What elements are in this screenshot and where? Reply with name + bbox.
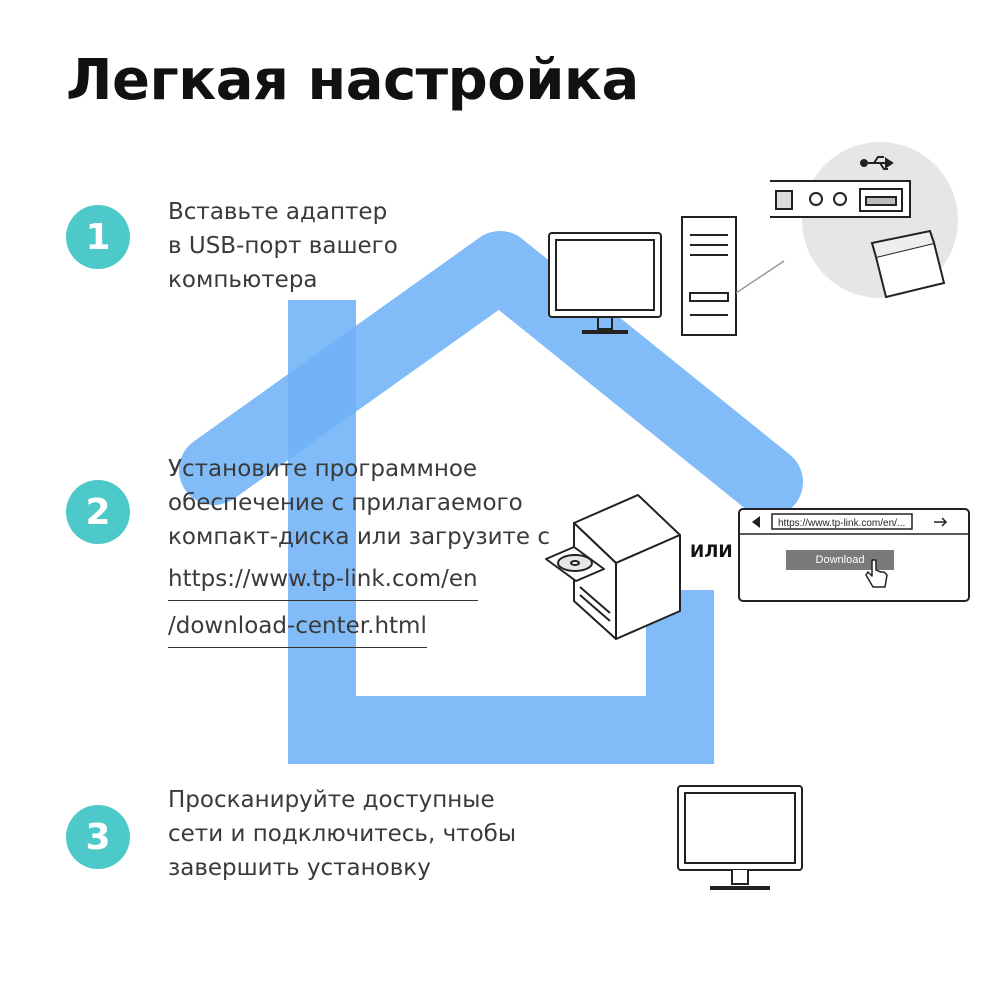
step-3-badge: 3: [66, 805, 130, 869]
hand-cursor-icon: [865, 559, 888, 588]
step-1-badge: 1: [66, 205, 130, 269]
step-2-line: компакт-диска или загрузите с: [168, 524, 551, 550]
step-1-line: Вставьте адаптер: [168, 199, 388, 225]
step-2-text: Установите программное обеспечение с при…: [168, 452, 550, 648]
monitor-icon: [677, 785, 803, 890]
download-button[interactable]: Download: [786, 550, 894, 570]
page-title: Легкая настройка: [66, 48, 639, 113]
step-3-line: завершить установку: [168, 855, 431, 881]
step-2-line: Установите программное: [168, 456, 478, 482]
cd-drive-tower-icon: [545, 494, 681, 640]
step-3-line: Просканируйте доступные: [168, 787, 495, 813]
step-2-badge: 2: [66, 480, 130, 544]
download-link-part-2[interactable]: /download-center.html: [168, 609, 427, 648]
browser-url: https://www.tp-link.com/en/...: [778, 518, 906, 529]
or-label: ИЛИ: [690, 542, 733, 562]
computer-icon: [548, 142, 958, 336]
step-1-line: компьютера: [168, 267, 318, 293]
step-1-line: в USB-порт вашего: [168, 233, 398, 259]
usb-adapter-icon: [870, 229, 946, 299]
step-2-line: обеспечение с прилагаемого: [168, 490, 523, 516]
download-link-part-1[interactable]: https://www.tp-link.com/en: [168, 562, 478, 601]
step-1-text: Вставьте адаптер в USB-порт вашего компь…: [168, 195, 398, 297]
usb-icon: [860, 156, 894, 170]
step-3-text: Просканируйте доступные сети и подключит…: [168, 783, 516, 885]
step-3-line: сети и подключитесь, чтобы: [168, 821, 516, 847]
